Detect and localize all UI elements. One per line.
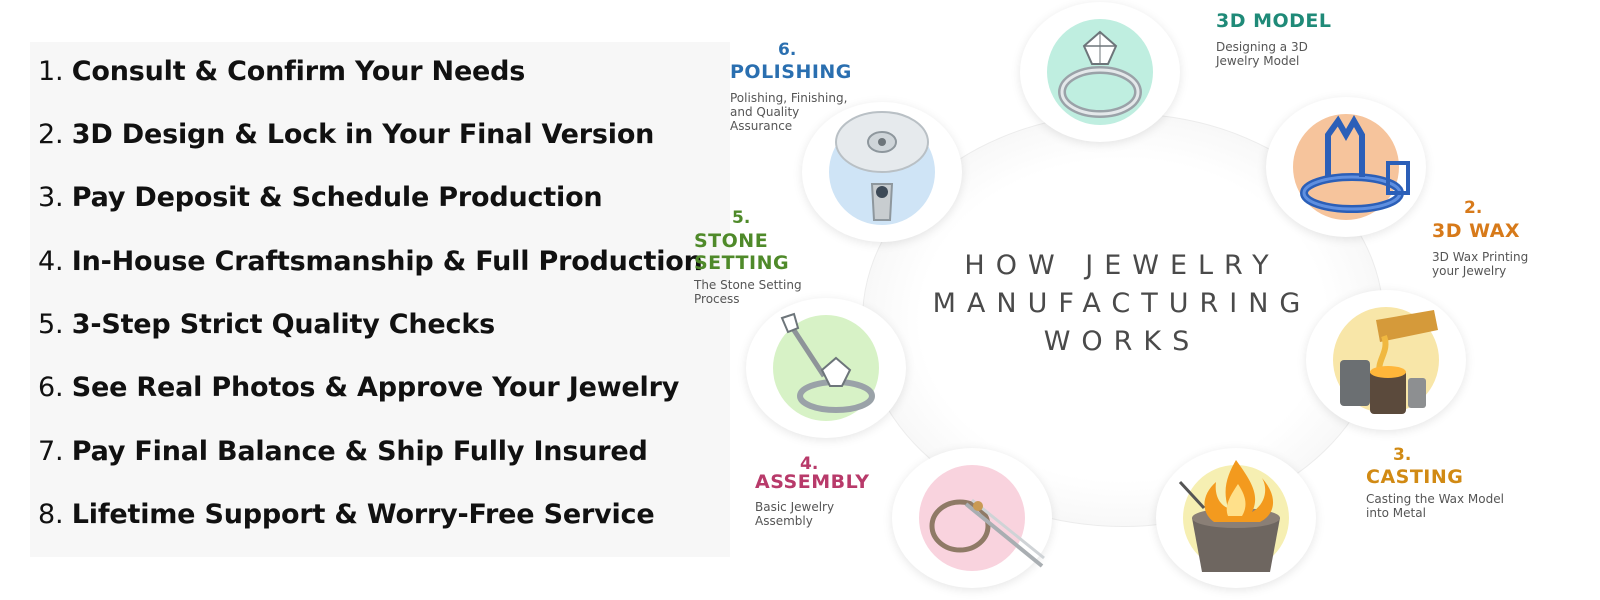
- step-6: 6. See Real Photos & Approve Your Jewelr…: [38, 372, 679, 403]
- step-text: 3D Design & Lock in Your Final Version: [71, 119, 655, 150]
- stage-name: POLISHING: [730, 61, 852, 83]
- stage-description-line: The Stone Setting: [694, 278, 802, 292]
- stage-name: 3D MODEL: [1216, 10, 1332, 32]
- step-1: 1. Consult & Confirm Your Needs: [38, 56, 525, 87]
- stage-name: CASTING: [1366, 466, 1464, 488]
- step-text: See Real Photos & Approve Your Jewelry: [71, 372, 680, 403]
- stage-description-line: your Jewelry: [1432, 264, 1507, 278]
- polishing-wheel-icon: [835, 111, 929, 221]
- stage-description-line: and Quality: [730, 105, 800, 119]
- stage-description: Casting the Wax Model into Metal: [1366, 492, 1504, 520]
- diagram-title-line-2: MANUFACTURING: [932, 288, 1312, 319]
- step-number: 4.: [38, 246, 64, 277]
- stage-description-line: Casting the Wax Model: [1366, 492, 1504, 506]
- stage-description-line: into Metal: [1366, 506, 1426, 520]
- step-4: 4. In-House Craftsmanship & Full Product…: [38, 246, 703, 277]
- step-text: In-House Craftsmanship & Full Production: [71, 246, 703, 277]
- crucible-fire-icon: [1340, 310, 1438, 414]
- diagram-title-line-3: WORKS: [1043, 326, 1201, 357]
- step-text: Consult & Confirm Your Needs: [71, 56, 526, 87]
- step-number: 5.: [38, 309, 64, 340]
- stage-description-line: Process: [694, 292, 740, 306]
- stage-description: 3D Wax Printing your Jewelry: [1432, 250, 1528, 278]
- stage-number: 6.: [778, 40, 797, 60]
- step-text: Lifetime Support & Worry-Free Service: [71, 499, 655, 530]
- ring-diamond-icon: [1058, 30, 1142, 118]
- stage-3d-wax-node: [1266, 97, 1426, 237]
- tweezers-ring-icon: [929, 498, 1045, 568]
- stage-description-line: Polishing, Finishing,: [730, 91, 848, 105]
- stage-description: Designing a 3D Jewelry Model: [1216, 40, 1308, 68]
- stage-stone-setting-node: [746, 298, 906, 438]
- diagram-title-line-1: HOW JEWELRY: [964, 250, 1280, 281]
- stage-casting-furnace-node: [1156, 448, 1316, 588]
- step-number: 7.: [38, 436, 64, 467]
- stone-setting-icon: [780, 312, 875, 413]
- step-5: 5. 3-Step Strict Quality Checks: [38, 309, 495, 340]
- stage-background: [919, 465, 1025, 571]
- step-number: 1.: [38, 56, 64, 87]
- step-3: 3. Pay Deposit & Schedule Production: [38, 182, 603, 213]
- wax-ring-icon: [1300, 114, 1410, 213]
- step-text: 3-Step Strict Quality Checks: [71, 309, 495, 340]
- stage-description: Basic Jewelry Assembly: [755, 500, 834, 528]
- stage-number: 4.: [800, 454, 819, 474]
- stage-3d-model-node: [1020, 2, 1180, 142]
- stage-description-line: 3D Wax Printing: [1432, 250, 1529, 264]
- stage-description-line: Assurance: [730, 119, 793, 133]
- stage-number: 2.: [1464, 198, 1483, 218]
- stage-number: 5.: [732, 208, 751, 228]
- stage-description-line: Designing a 3D: [1216, 40, 1308, 54]
- stage-casting-node: [1306, 290, 1466, 430]
- steps-panel: 1. Consult & Confirm Your Needs 2. 3D De…: [30, 42, 730, 557]
- step-8: 8. Lifetime Support & Worry-Free Service: [38, 499, 655, 530]
- step-2: 2. 3D Design & Lock in Your Final Versio…: [38, 119, 654, 150]
- stage-description-line: Basic Jewelry: [755, 500, 835, 514]
- stage-description: Polishing, Finishing, and Quality Assura…: [730, 91, 847, 133]
- stage-polishing-node: [802, 102, 962, 242]
- step-number: 2.: [38, 119, 64, 150]
- stage-number: 3.: [1393, 445, 1412, 465]
- step-number: 3.: [38, 182, 64, 213]
- process-diagram: HOW JEWELRY MANUFACTURING WORKS 3D MODEL…: [694, 0, 1600, 600]
- stage-assembly-node: [892, 448, 1052, 588]
- step-number: 8.: [38, 499, 64, 530]
- stage-name: ASSEMBLY: [755, 471, 870, 493]
- step-text: Pay Final Balance & Ship Fully Insured: [71, 436, 648, 467]
- step-number: 6.: [38, 372, 64, 403]
- stage-description-line: Jewelry Model: [1216, 54, 1300, 68]
- step-7: 7. Pay Final Balance & Ship Fully Insure…: [38, 436, 648, 467]
- furnace-fire-icon: [1178, 460, 1280, 572]
- stage-description: The Stone Setting Process: [694, 278, 802, 306]
- step-text: Pay Deposit & Schedule Production: [71, 182, 603, 213]
- stage-description-line: Assembly: [755, 514, 813, 528]
- stage-name: STONE SETTING: [694, 230, 790, 274]
- stage-name: 3D WAX: [1432, 220, 1521, 242]
